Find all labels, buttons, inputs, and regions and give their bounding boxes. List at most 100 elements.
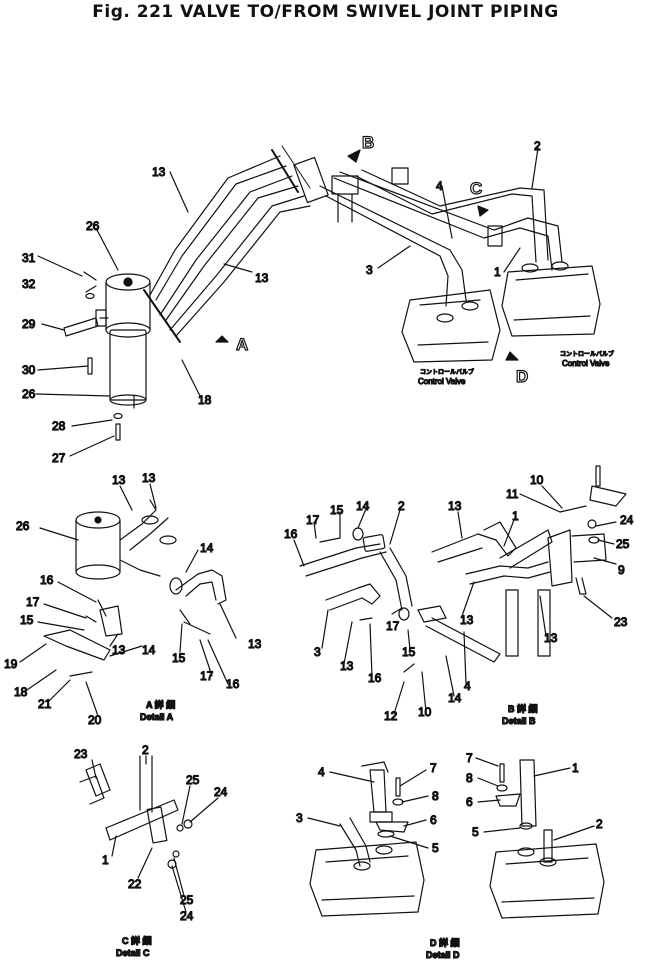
label: 18 <box>198 393 212 407</box>
label: 29 <box>22 317 36 331</box>
label: 25 <box>616 537 630 551</box>
label: 13 <box>142 471 156 485</box>
control-valve-left <box>401 289 501 363</box>
bolt-30 <box>87 357 93 375</box>
label: 19 <box>4 657 18 671</box>
plate-29 <box>63 317 99 337</box>
label: 17 <box>386 619 400 633</box>
label: 8 <box>432 789 439 803</box>
label: 8 <box>466 771 473 785</box>
detail-d: 4 7 8 6 3 5 7 1 8 6 5 2 D 詳 細 Detail D <box>295 750 605 961</box>
view-arrow-c: C <box>470 179 482 198</box>
label: 16 <box>284 527 298 541</box>
label: 21 <box>38 697 52 711</box>
label: 15 <box>172 651 186 665</box>
label: 26 <box>86 219 100 233</box>
control-valve-right <box>501 261 601 337</box>
label: 17 <box>306 513 320 527</box>
detail-b-caption-jp: B 詳 細 <box>508 703 538 714</box>
control-valve-jp: コントロールバルブ <box>420 368 474 376</box>
main-assembly <box>35 145 601 457</box>
label: 24 <box>214 785 228 799</box>
control-valve-en: Control Valve <box>418 377 466 386</box>
label: 7 <box>466 751 473 765</box>
label: 20 <box>88 713 102 727</box>
label: 1 <box>572 761 579 775</box>
label: 32 <box>22 277 36 291</box>
label: 3 <box>314 645 321 659</box>
label: 23 <box>614 615 628 629</box>
label: 14 <box>356 499 370 513</box>
label: 27 <box>52 451 66 465</box>
control-valve-jp: コントロールバルブ <box>560 350 614 358</box>
label: 6 <box>466 795 473 809</box>
label: 25 <box>186 773 200 787</box>
label: 4 <box>436 179 443 193</box>
detail-c-caption-en: Detail C <box>116 948 150 958</box>
label: 4 <box>464 679 471 693</box>
label: 6 <box>430 813 437 827</box>
bolt-31 <box>83 271 97 281</box>
detail-c: 23 2 25 24 1 22 25 24 C 詳 細 Detail C <box>73 742 228 958</box>
label: 18 <box>14 685 28 699</box>
label: 15 <box>20 613 34 627</box>
label: 17 <box>200 669 214 683</box>
label: 2 <box>142 743 149 757</box>
detail-a-caption-en: Detail A <box>140 712 174 722</box>
view-arrow-d: D <box>516 367 528 386</box>
label: 24 <box>620 513 634 527</box>
label: 22 <box>128 877 142 891</box>
label: 11 <box>506 487 519 501</box>
label: 13 <box>152 165 166 179</box>
label: 23 <box>74 747 88 761</box>
label: 13 <box>112 643 126 657</box>
label: 1 <box>494 265 501 279</box>
figure-title: Fig. 221 VALVE TO∕FROM SWIVEL JOINT PIPI… <box>92 2 559 22</box>
washer-32 <box>85 292 95 300</box>
detail-a: 13 13 26 14 16 17 15 13 13 19 14 18 21 2… <box>3 470 262 727</box>
label: 25 <box>180 893 194 907</box>
label: 31 <box>22 251 36 265</box>
label: 13 <box>248 637 262 651</box>
label: 15 <box>330 503 344 517</box>
label: 13 <box>255 271 269 285</box>
bolt-27 <box>115 423 121 441</box>
view-arrow-a: A <box>236 335 248 354</box>
label: 14 <box>448 691 462 705</box>
washer-28 <box>113 412 123 420</box>
label: 30 <box>22 363 36 377</box>
label: 17 <box>26 595 40 609</box>
label: 10 <box>418 705 432 719</box>
main-labels: 13 13 2 4 3 1 26 31 32 29 30 26 28 27 18… <box>21 132 614 465</box>
label: 14 <box>200 541 214 555</box>
label: 7 <box>430 761 437 775</box>
label: 2 <box>534 139 541 153</box>
detail-b: 10 11 24 25 9 23 13 1 2 14 15 17 16 13 1… <box>283 465 634 727</box>
detail-c-caption-jp: C 詳 細 <box>122 935 152 946</box>
label: 9 <box>618 563 625 577</box>
label: 16 <box>40 573 54 587</box>
label: 26 <box>22 387 36 401</box>
main-pipes <box>143 145 563 343</box>
detail-d-caption-jp: D 詳 細 <box>430 937 460 948</box>
label: 13 <box>340 659 354 673</box>
label: 13 <box>460 613 474 627</box>
detail-d-caption-en: Detail D <box>426 950 460 960</box>
label: 1 <box>512 509 519 523</box>
swivel-joint <box>95 273 151 409</box>
label: 13 <box>112 473 126 487</box>
label: 3 <box>366 263 373 277</box>
label: 3 <box>296 811 303 825</box>
view-arrow-b: B <box>362 133 374 152</box>
label: 12 <box>384 709 398 723</box>
label: 10 <box>530 473 544 487</box>
label: 13 <box>448 499 462 513</box>
label: 14 <box>142 643 156 657</box>
label: 5 <box>472 825 479 839</box>
detail-b-caption-en: Detail B <box>502 716 536 726</box>
detail-a-caption-jp: A 詳 細 <box>146 699 175 710</box>
label: 16 <box>368 671 382 685</box>
label: 15 <box>402 645 416 659</box>
